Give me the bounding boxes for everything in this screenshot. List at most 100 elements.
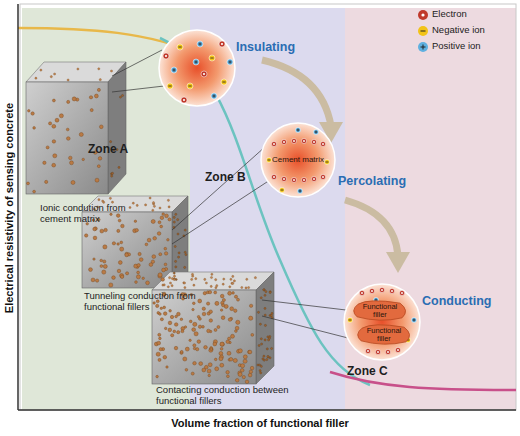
electron-core bbox=[273, 176, 275, 178]
filler-particle bbox=[158, 333, 161, 336]
magnified-circle bbox=[159, 30, 235, 106]
filler-particle bbox=[192, 302, 195, 305]
filler-particle bbox=[171, 285, 173, 287]
electron bbox=[369, 288, 374, 293]
filler-particle bbox=[215, 367, 219, 371]
charge-sign bbox=[300, 190, 301, 193]
circle-fill bbox=[261, 123, 335, 197]
electron-core bbox=[313, 141, 315, 143]
electron bbox=[281, 139, 286, 144]
negative-ion bbox=[187, 83, 193, 89]
filler-particle bbox=[137, 271, 140, 274]
filler-particle bbox=[175, 213, 177, 215]
filler-particle bbox=[97, 88, 100, 91]
filler-label: Functional filler bbox=[359, 327, 409, 343]
filler-particle bbox=[91, 278, 95, 282]
filler-particle bbox=[193, 322, 197, 326]
filler-particle bbox=[178, 252, 180, 254]
filler-particle bbox=[163, 284, 165, 286]
filler-particle bbox=[216, 285, 218, 287]
filler-particle bbox=[77, 68, 79, 70]
filler-particle bbox=[156, 304, 159, 307]
filler-particle bbox=[55, 118, 59, 122]
electron-core bbox=[293, 179, 295, 181]
filler-particle bbox=[117, 243, 120, 246]
filler-particle bbox=[264, 324, 266, 326]
electron-core bbox=[391, 290, 393, 292]
electron bbox=[395, 347, 400, 352]
filler-particle bbox=[168, 206, 170, 208]
filler-particle bbox=[159, 313, 162, 316]
filler-particle bbox=[162, 268, 166, 272]
filler-particle bbox=[169, 282, 171, 284]
filler-particle bbox=[118, 166, 120, 168]
filler-particle bbox=[102, 200, 104, 202]
electron-core bbox=[322, 143, 324, 145]
blob-fill bbox=[358, 325, 410, 344]
electron-core bbox=[303, 179, 305, 181]
filler-particle bbox=[171, 334, 174, 337]
state-label: Conducting bbox=[422, 294, 491, 308]
electron-core bbox=[377, 351, 379, 353]
filler-particle bbox=[121, 224, 125, 228]
filler-particle bbox=[135, 281, 138, 284]
filler-particle bbox=[53, 154, 57, 158]
filler-particle bbox=[193, 361, 197, 365]
filler-particle bbox=[210, 348, 213, 351]
electron-core bbox=[322, 176, 324, 178]
filler-particle bbox=[269, 291, 271, 293]
filler-particle bbox=[93, 236, 97, 240]
magnified-circle bbox=[344, 284, 420, 360]
filler-particle bbox=[31, 112, 34, 115]
charge-sign bbox=[421, 31, 426, 32]
positive-ion bbox=[197, 41, 203, 47]
legend-symbol bbox=[418, 10, 428, 20]
filler-particle bbox=[192, 275, 194, 277]
positive-ion bbox=[295, 127, 300, 132]
charge-sign bbox=[299, 191, 302, 192]
filler-particle bbox=[43, 161, 46, 164]
filler-particle bbox=[271, 312, 273, 314]
electron-core bbox=[165, 55, 167, 57]
electron-core bbox=[401, 292, 403, 294]
positive-ion bbox=[313, 129, 318, 134]
filler-particle bbox=[164, 247, 167, 250]
filler-particle bbox=[228, 337, 231, 340]
filler-particle bbox=[157, 341, 161, 345]
filler-particle bbox=[90, 109, 93, 112]
filler-particle bbox=[85, 234, 88, 237]
plot-frame bbox=[20, 4, 516, 410]
filler-particle bbox=[116, 214, 120, 218]
filler-particle bbox=[100, 265, 103, 268]
filler-particle bbox=[72, 97, 76, 101]
filler-particle bbox=[214, 329, 217, 332]
filler-particle bbox=[66, 128, 69, 131]
filler-particle bbox=[208, 291, 211, 294]
filler-particle bbox=[241, 286, 243, 288]
filler-particle bbox=[125, 253, 129, 257]
filler-particle bbox=[145, 204, 147, 206]
filler-particle bbox=[158, 221, 161, 224]
filler-particle bbox=[167, 199, 169, 201]
filler-particle bbox=[69, 156, 73, 160]
filler-particle bbox=[117, 229, 120, 232]
state-label: Insulating bbox=[236, 40, 295, 54]
filler-particle bbox=[118, 219, 121, 222]
filler-particle bbox=[175, 260, 177, 262]
negative-ion bbox=[324, 159, 329, 164]
filler-particle bbox=[211, 273, 213, 275]
filler-particle bbox=[160, 225, 163, 228]
filler-particle bbox=[27, 182, 30, 185]
filler-particle bbox=[100, 259, 103, 262]
filler-particle bbox=[93, 258, 95, 260]
electron bbox=[271, 141, 276, 146]
filler-particle bbox=[265, 291, 267, 293]
filler-particle bbox=[206, 302, 209, 305]
legend-swatch bbox=[418, 42, 428, 52]
electron bbox=[301, 138, 306, 143]
filler-particle bbox=[163, 312, 167, 316]
filler-particle bbox=[248, 350, 252, 354]
filler-particle bbox=[158, 358, 161, 361]
x-axis bbox=[18, 409, 516, 411]
filler-particle bbox=[111, 172, 113, 174]
